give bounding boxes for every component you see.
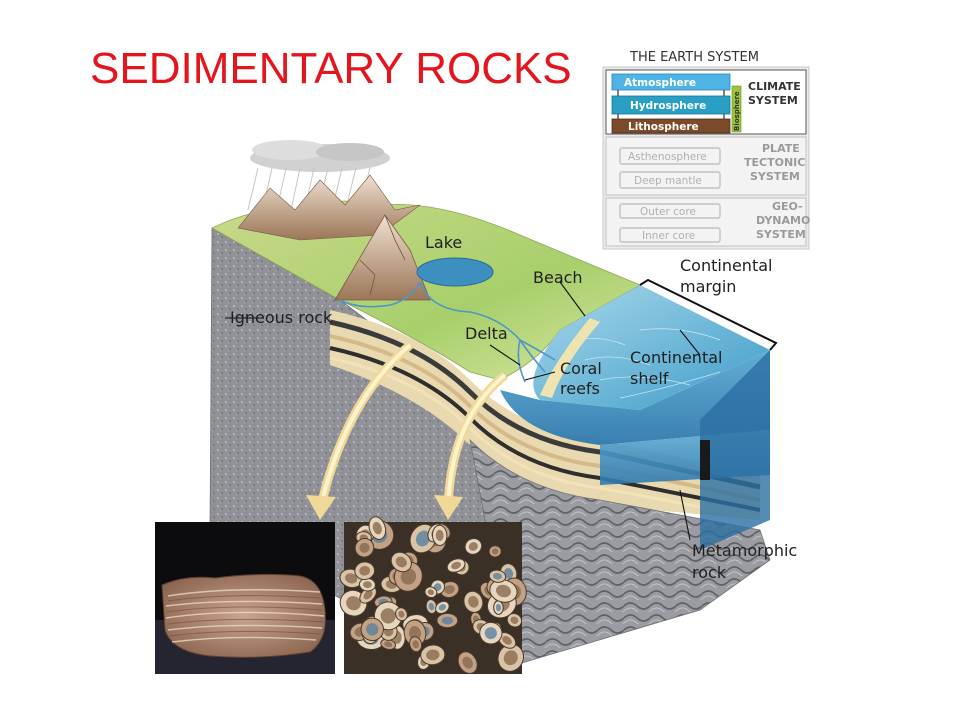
ooid-grains bbox=[339, 516, 527, 675]
leader-lines bbox=[225, 281, 701, 541]
atmosphere-label: Atmosphere bbox=[624, 77, 696, 89]
plate-system-line3: SYSTEM bbox=[750, 170, 800, 183]
climate-system-line2: SYSTEM bbox=[748, 94, 798, 107]
outer-core-label: Outer core bbox=[640, 206, 696, 218]
continental-shelf-label-line2: shelf bbox=[630, 369, 669, 388]
earth-system-inset: THE EARTH SYSTEM Atmosphere Hydrosphere … bbox=[602, 50, 810, 250]
continental-margin-bracket bbox=[639, 278, 778, 351]
slide-title: SEDIMENTARY ROCKS bbox=[90, 44, 572, 93]
earth-system-heading: THE EARTH SYSTEM bbox=[629, 50, 759, 65]
metamorphic-rock-face bbox=[469, 438, 771, 669]
atmosphere-bar bbox=[611, 73, 731, 91]
specimen-arrows bbox=[306, 341, 508, 520]
lake-label: Lake bbox=[425, 233, 462, 252]
metamorphic-rock-label-line1: Metamorphic bbox=[692, 541, 797, 560]
continental-margin-label-line2: margin bbox=[680, 277, 736, 296]
biosphere-label: Biosphere bbox=[733, 91, 741, 131]
rain-cloud bbox=[247, 140, 390, 216]
lake bbox=[416, 257, 494, 287]
climate-system-line1: CLIMATE bbox=[748, 80, 801, 93]
geo-system-line1: GEO- bbox=[772, 200, 803, 213]
beach-label: Beach bbox=[533, 268, 583, 287]
coral-reefs-label-line1: Coral bbox=[560, 359, 602, 378]
core-sample-marker bbox=[700, 440, 710, 480]
igneous-rock-label: Igneous rock bbox=[230, 308, 333, 327]
geo-system-line2: DYNAMO bbox=[756, 214, 810, 227]
mountains bbox=[237, 174, 431, 301]
coral-reefs-label-line2: reefs bbox=[560, 379, 600, 398]
delta-label: Delta bbox=[465, 324, 508, 343]
sea-surface bbox=[533, 285, 770, 410]
sandstone-photo bbox=[155, 522, 335, 674]
continental-shelf-label-line1: Continental bbox=[630, 348, 722, 367]
plate-system-line2: TECTONIC bbox=[744, 156, 805, 169]
rivers bbox=[339, 281, 556, 383]
hydrosphere-bar bbox=[611, 95, 731, 115]
geo-system-line3: SYSTEM bbox=[756, 228, 806, 241]
lithosphere-bar bbox=[611, 118, 731, 134]
lithosphere-label: Lithosphere bbox=[628, 121, 699, 133]
inner-core-label: Inner core bbox=[642, 230, 695, 242]
biosphere-bar bbox=[731, 85, 742, 133]
metamorphic-rock-label-line2: rock bbox=[692, 563, 727, 582]
asthenosphere-label: Asthenosphere bbox=[628, 151, 707, 163]
continental-margin-label-line1: Continental bbox=[680, 256, 772, 275]
plate-system-line1: PLATE bbox=[762, 142, 800, 155]
deep-mantle-label: Deep mantle bbox=[634, 175, 702, 187]
limestone-photo bbox=[339, 516, 527, 675]
hydrosphere-label: Hydrosphere bbox=[630, 100, 706, 112]
beach bbox=[540, 318, 600, 398]
